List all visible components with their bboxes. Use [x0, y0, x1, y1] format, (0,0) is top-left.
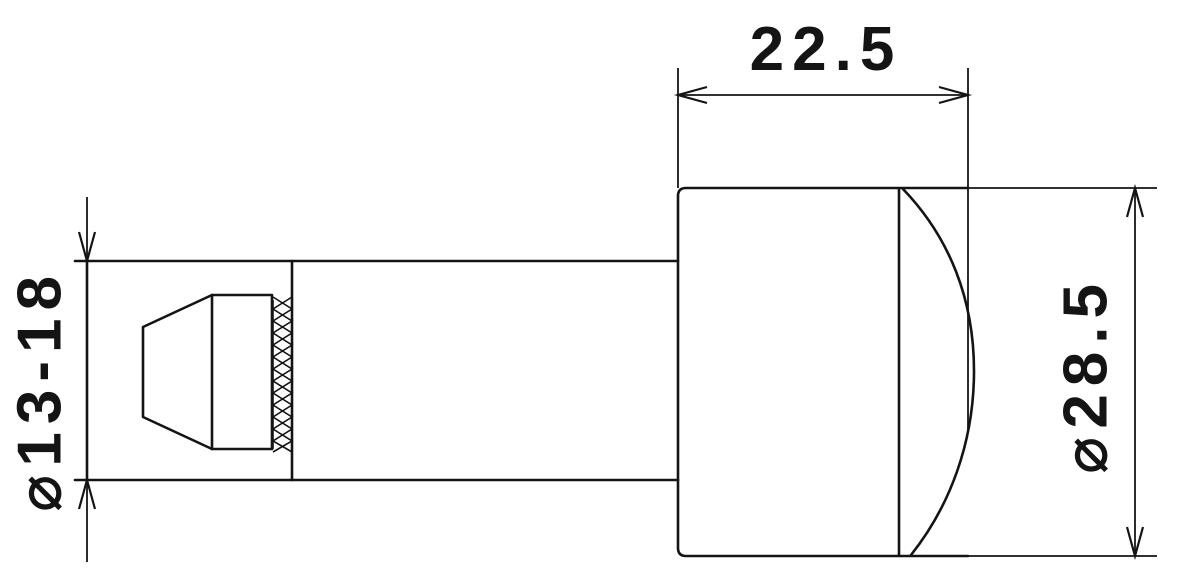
body-outline [676, 186, 970, 558]
part-outline [73, 186, 976, 558]
knurl-zigzag-2 [271, 296, 294, 453]
arrowhead-down [77, 231, 97, 266]
cone-frustum [141, 293, 214, 451]
arrowhead-down [1125, 526, 1145, 561]
arrowhead-up [77, 475, 97, 510]
end-cap-body [676, 186, 976, 558]
expander-cone [141, 293, 274, 451]
domed-end-face-arc [901, 187, 976, 557]
dimension-outer-diameter: ⌀28.5 [968, 183, 1157, 561]
dimension-body-length: 22.5 [673, 15, 973, 430]
body-length-label: 22.5 [750, 15, 903, 84]
dimension-clamp-diameter: ⌀13-18 [6, 197, 97, 562]
knurled-grip-band [271, 296, 294, 453]
cone-cylinder-section [210, 293, 274, 451]
mounting-shaft [73, 259, 680, 482]
outer-diameter-label: ⌀28.5 [1052, 276, 1121, 474]
arrowhead-right [938, 85, 973, 105]
clamp-diameter-label: ⌀13-18 [6, 268, 75, 512]
arrowhead-up [1125, 183, 1145, 218]
arrowhead-left [673, 85, 708, 105]
